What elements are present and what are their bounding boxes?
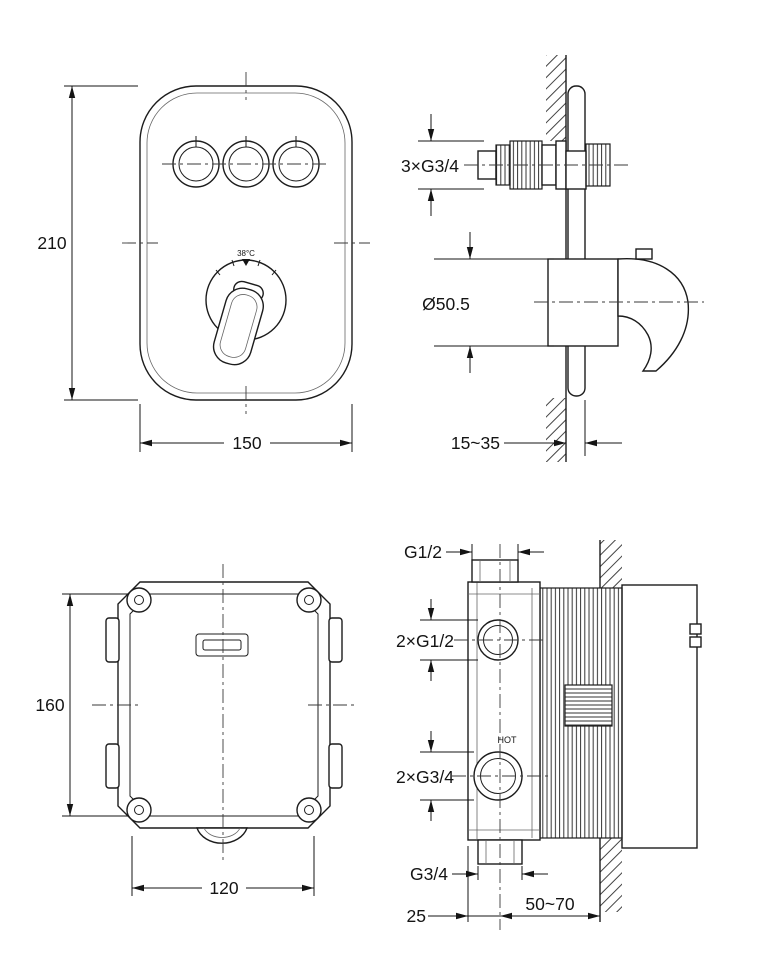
- dim-25-label: 25: [407, 906, 426, 926]
- clip-detail: [689, 623, 702, 648]
- dimension-bottom-thread-g34: G3/4: [410, 864, 548, 884]
- temp-38c-label: 38°C: [237, 249, 255, 258]
- rough-in-box-side-view: HOT G1/2 2×G1/2 2×G3/4: [396, 540, 702, 930]
- box-outer-outline: [117, 581, 331, 829]
- depth-1535-label: 15~35: [451, 433, 500, 453]
- dimension-width-150: 150: [139, 404, 353, 453]
- g12-label: G1/2: [404, 542, 442, 562]
- spout-diverter-knob: [635, 248, 653, 260]
- dimension-depth-5070: 50~70: [500, 894, 600, 920]
- dimension-height-210: 210: [37, 85, 138, 401]
- box-inner-outline: [129, 593, 319, 817]
- bottom-notch: [196, 827, 248, 844]
- screw-hole: [134, 595, 144, 605]
- rough-in-box-front-view: 160 120: [35, 564, 354, 898]
- dimension-height-160: 160: [35, 593, 128, 817]
- screw-hole: [304, 805, 314, 815]
- hot-label: HOT: [498, 735, 518, 745]
- clamp-block: [564, 684, 613, 727]
- dimension-lower-ports-2xg34: 2×G3/4: [396, 731, 474, 821]
- spout-base-cylinder: [547, 258, 619, 347]
- trim-plate: [567, 85, 586, 397]
- dim-5070-label: 50~70: [525, 894, 574, 914]
- wall-hatch-bottom: [546, 398, 566, 462]
- dim-120-label: 120: [209, 878, 238, 898]
- dimension-offset-25: 25: [407, 846, 500, 926]
- wall-hatch-top: [600, 540, 622, 588]
- temperature-dial: 38°C: [205, 249, 287, 366]
- spout-body: [617, 257, 690, 372]
- lever-handle: [212, 280, 264, 366]
- mounting-tab-left-upper: [105, 617, 120, 663]
- dimension-thread-3xg34: 3×G3/4: [401, 114, 484, 216]
- front-panel-view: 38°C 210 150: [37, 72, 370, 453]
- dimension-top-thread-g12: G1/2: [404, 542, 544, 562]
- wall-hatch-bottom: [600, 838, 622, 912]
- g34-label: G3/4: [410, 864, 448, 884]
- diameter-505-label: Ø50.5: [422, 294, 470, 314]
- corner-screw-lugs: [126, 587, 322, 823]
- thread-3xg34-label: 3×G3/4: [401, 156, 459, 176]
- dim-160-label: 160: [35, 695, 64, 715]
- screw-hole: [304, 595, 314, 605]
- dimension-width-120: 120: [131, 836, 315, 898]
- wall-section-view: 3×G3/4 Ø50.5 15~35: [401, 55, 704, 462]
- mounting-tab-right-lower: [328, 743, 343, 789]
- mounting-tab-left-lower: [105, 743, 120, 789]
- mounting-tab-right-upper: [328, 617, 343, 663]
- dim-210-label: 210: [37, 233, 66, 253]
- dim-150-label: 150: [232, 433, 261, 453]
- screw-hole: [134, 805, 144, 815]
- diverter-buttons: [172, 136, 320, 188]
- handle-window: [195, 633, 249, 657]
- 2xg34-label: 2×G3/4: [396, 767, 454, 787]
- dimension-upper-ports-2xg12: 2×G1/2: [396, 599, 478, 681]
- wall-hatch-top: [546, 55, 566, 141]
- spout: [547, 248, 690, 372]
- dimension-depth-1535: 15~35: [451, 400, 622, 456]
- 2xg12-label: 2×G1/2: [396, 631, 454, 651]
- top-port-stub: [471, 559, 519, 583]
- dimension-diameter-505: Ø50.5: [422, 232, 554, 373]
- temp-pointer: [242, 259, 250, 266]
- cover-box: [621, 584, 698, 849]
